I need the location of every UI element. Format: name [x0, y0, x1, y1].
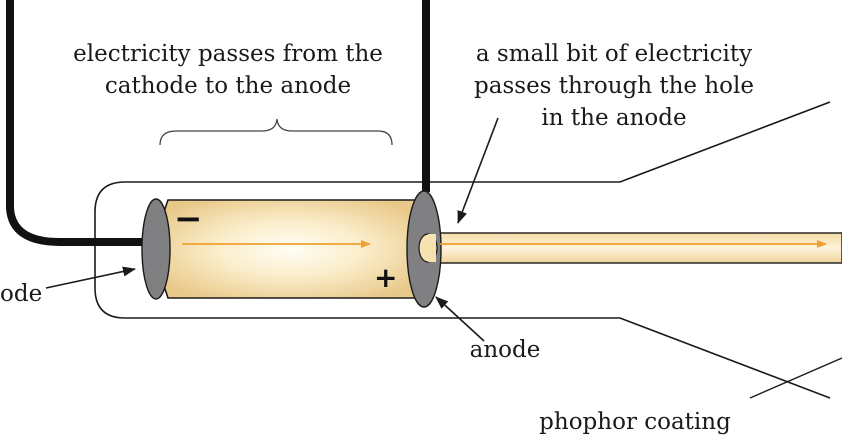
label-anode: anode — [469, 337, 541, 363]
positive-sign: + — [374, 261, 398, 294]
phosphor-coating-line — [749, 357, 842, 399]
label-hole-in-anode: a small bit of electricity passes throug… — [474, 41, 754, 131]
electron-beam — [429, 232, 842, 264]
negative-sign: − — [174, 199, 203, 239]
label-phosphor-coating: phophor coating — [539, 409, 731, 435]
glass-envelope — [94, 101, 831, 399]
cathode-wire — [6, 0, 152, 246]
curly-brace — [159, 118, 393, 146]
pointer-cathode — [45, 266, 136, 289]
cathode-disc — [141, 198, 171, 300]
label-cathode: ode — [0, 281, 43, 307]
pointer-hole — [457, 117, 499, 224]
label-cathode-to-anode: electricity passes from the cathode to t… — [73, 41, 383, 99]
pointer-anode — [435, 296, 485, 342]
